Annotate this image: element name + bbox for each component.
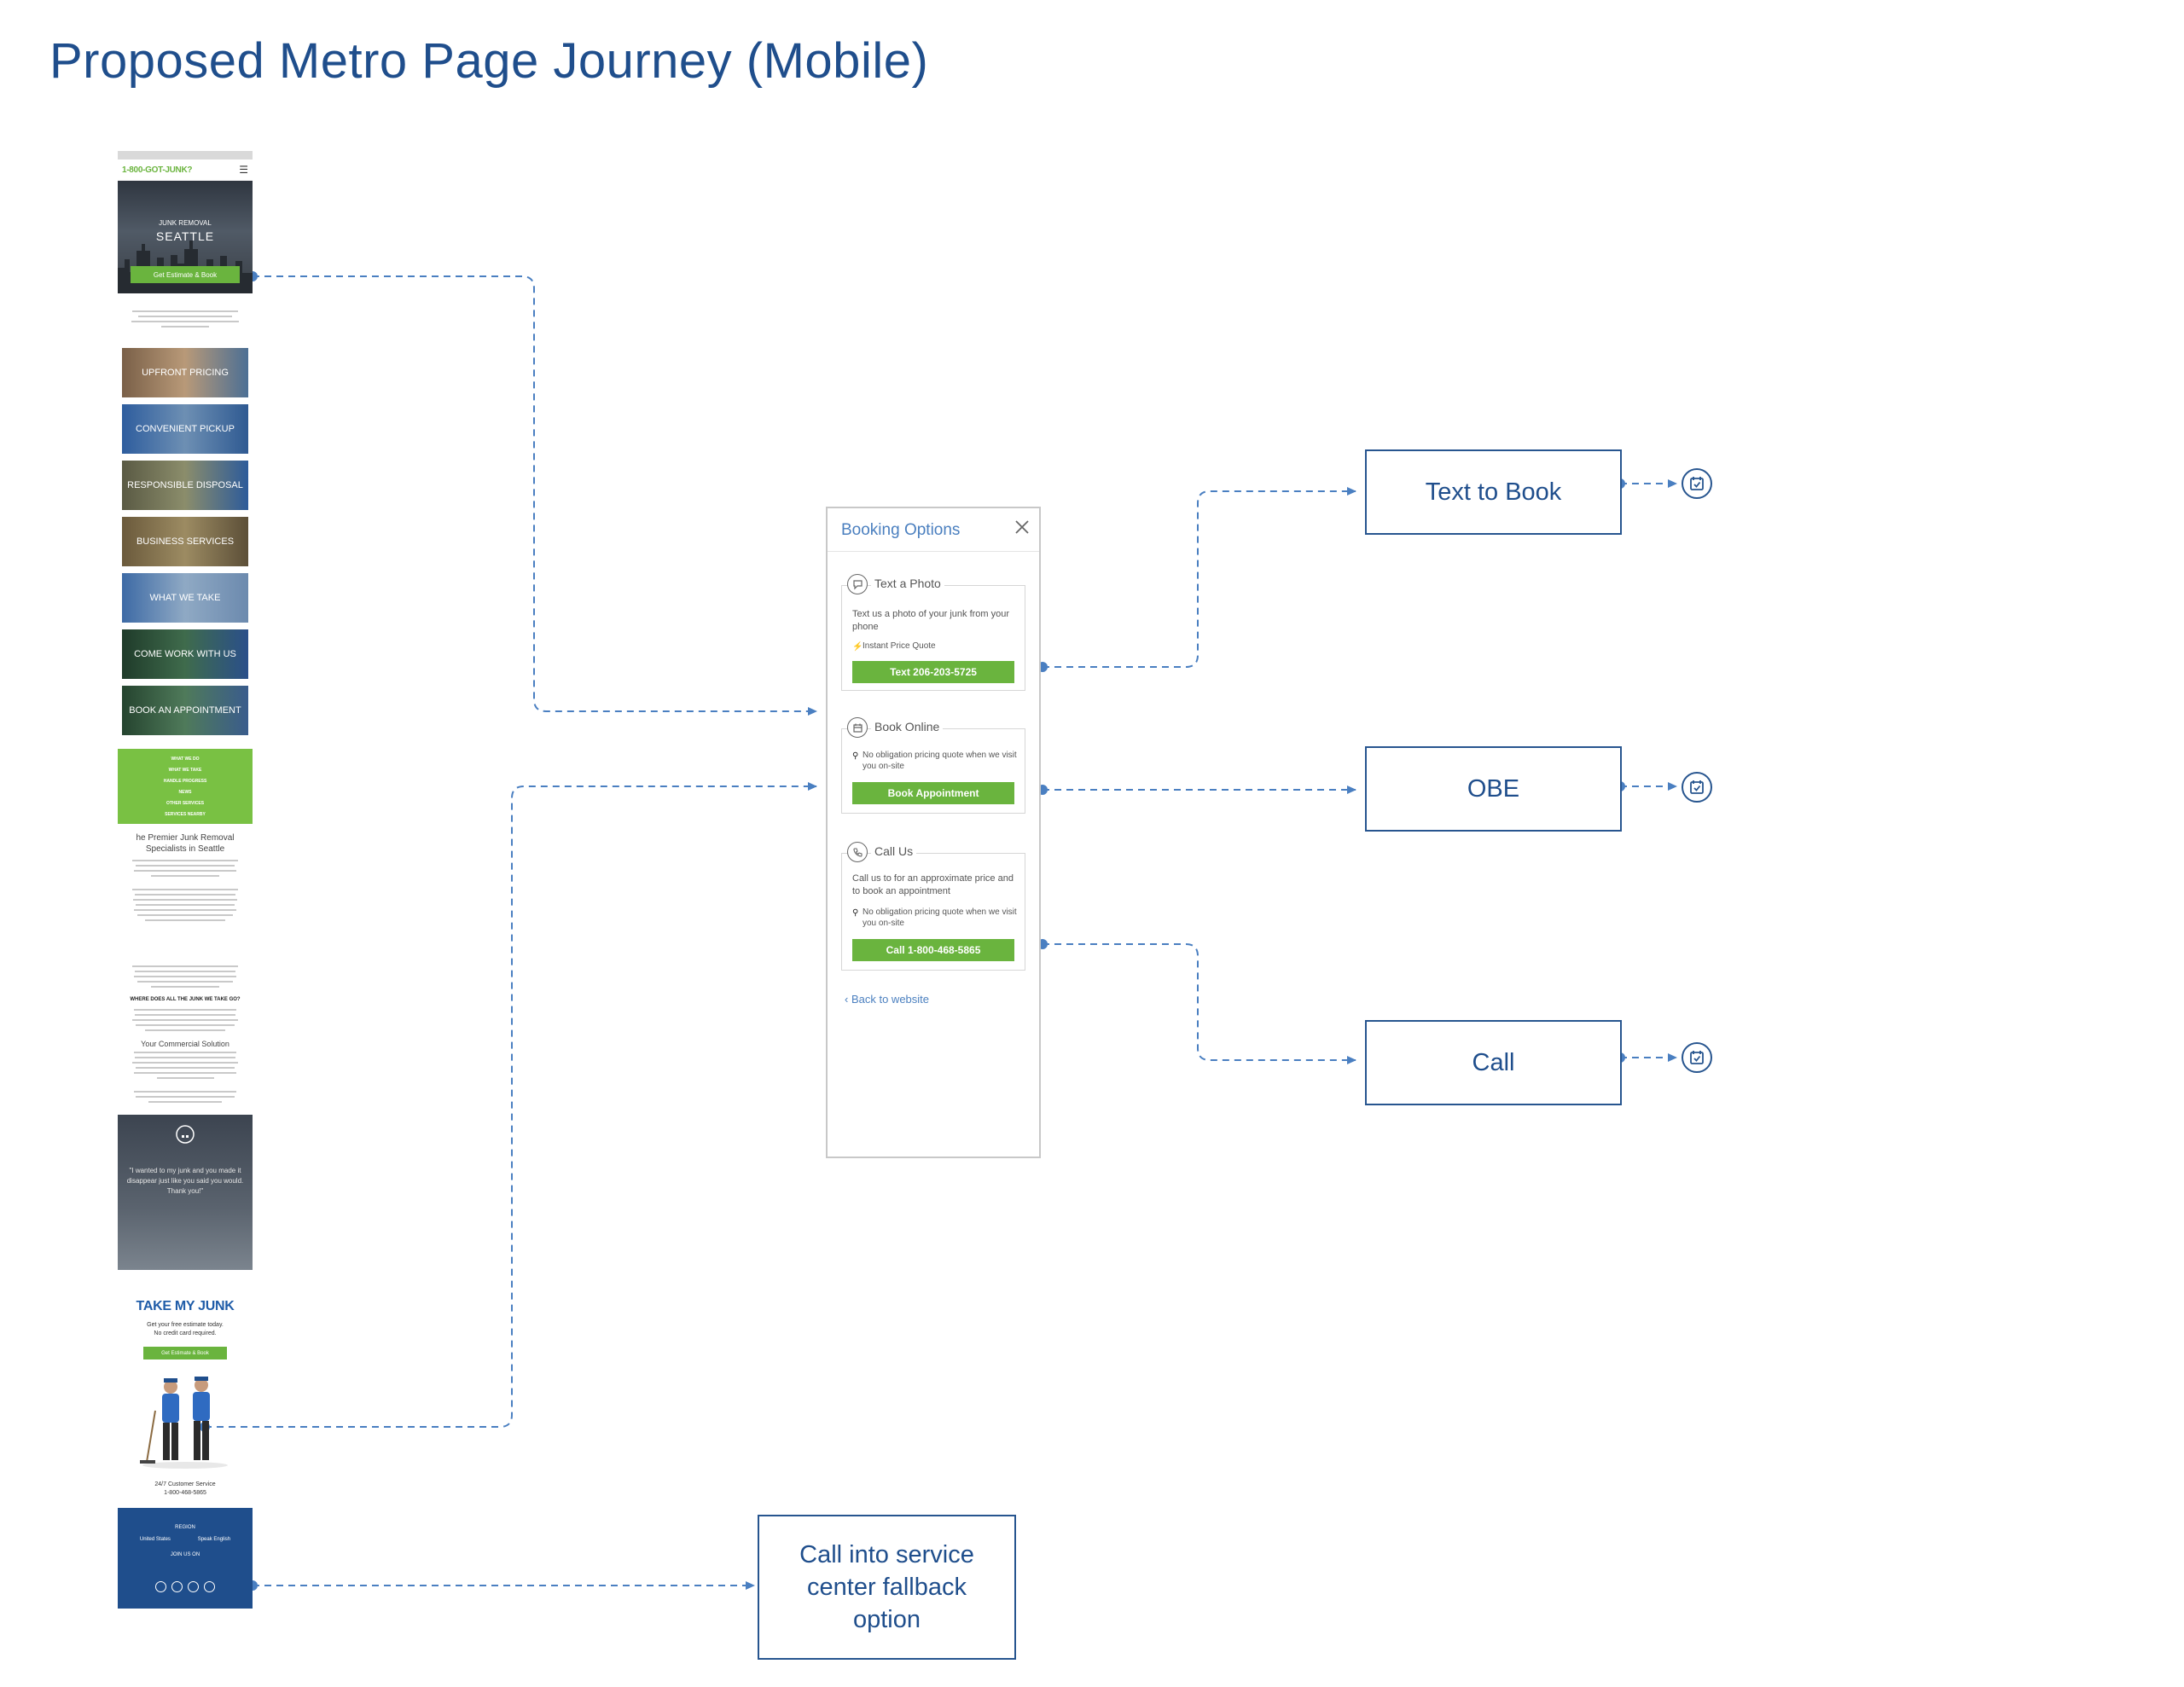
estimate-book-button[interactable]: Get Estimate & Book: [143, 1347, 227, 1359]
hero-subtitle: JUNK REMOVAL: [159, 219, 212, 227]
crew-image: [118, 1368, 253, 1470]
modal-header: Booking Options: [828, 508, 1039, 552]
commercial-text: [128, 1052, 242, 1103]
node-call-center-fallback: Call into service center fallback option: [758, 1515, 1016, 1660]
option-feature: ⚡Instant Price Quote: [852, 641, 936, 652]
language-select[interactable]: Speak English: [197, 1537, 231, 1542]
book-appointment-button[interactable]: Book Appointment: [852, 782, 1014, 804]
node-call: Call: [1365, 1020, 1622, 1105]
calendar-icon: [847, 717, 868, 738]
option-description: Text us a photo of your junk from your p…: [852, 609, 1010, 632]
youtube-icon[interactable]: [188, 1581, 199, 1592]
twitter-icon[interactable]: [171, 1581, 183, 1592]
search-icon: ⚲: [852, 751, 859, 761]
facebook-icon[interactable]: [155, 1581, 166, 1592]
lightning-icon: ⚡: [852, 642, 863, 652]
calendar-check-icon: [1682, 468, 1712, 499]
service-phone[interactable]: 1-800-468-5865: [164, 1490, 206, 1496]
back-to-website-link[interactable]: ‹ Back to website: [845, 993, 930, 1006]
region-label: REGION: [175, 1525, 195, 1530]
node-obe: OBE: [1365, 746, 1622, 832]
option-title: Text a Photo: [871, 577, 944, 590]
diagram-title: Proposed Metro Page Journey (Mobile): [49, 33, 929, 89]
text-number-button[interactable]: Text 206-203-5725: [852, 661, 1014, 683]
intro-paragraph: [126, 310, 244, 328]
nav-link[interactable]: NEWS: [178, 790, 192, 795]
crew-illustration: [140, 1377, 228, 1469]
free-estimate-text: Get your free estimate today. No credit …: [147, 1322, 224, 1336]
option-feature: ⚲No obligation pricing quote when we vis…: [852, 907, 1017, 928]
option-title: Call Us: [871, 844, 917, 858]
search-icon: ⚲: [852, 908, 859, 918]
where-text: [128, 1009, 242, 1031]
social-links: [118, 1581, 253, 1592]
tile-book-appointment[interactable]: BOOK AN APPOINTMENT: [122, 686, 248, 735]
testimonial-quote: "I wanted to my junk and you made it dis…: [126, 1167, 244, 1195]
tile-convenient-pickup[interactable]: CONVENIENT PICKUP: [122, 404, 248, 454]
testimonial-section: "I wanted to my junk and you made it dis…: [118, 1115, 253, 1270]
brand-logo[interactable]: 1-800-GOT-JUNK?: [122, 165, 193, 175]
junk-text: [128, 965, 242, 988]
connector-hero-to-modal: [253, 275, 817, 716]
tile-business-services[interactable]: BUSINESS SERVICES: [122, 517, 248, 566]
service-label: 24/7 Customer Service: [154, 1481, 216, 1487]
chat-bubble-icon: [847, 574, 868, 594]
option-card-call-us: Call Us Call us to for an approximate pr…: [841, 842, 1025, 971]
nav-link[interactable]: WHAT WE DO: [171, 757, 200, 762]
booking-options-modal: Booking Options Text a Photo Text us a p…: [826, 507, 1041, 1158]
linkedin-icon[interactable]: [204, 1581, 215, 1592]
mobile-metro-page: 1-800-GOT-JUNK? ☰ JUNK REMOVAL SEATTLE G…: [118, 151, 253, 1609]
option-card-book-online: Book Online ⚲No obligation pricing quote…: [841, 717, 1025, 814]
connector-text-to-book: [1043, 487, 1356, 668]
quote-icon: [176, 1125, 195, 1144]
mobile-header: 1-800-GOT-JUNK? ☰: [118, 159, 253, 181]
nav-link[interactable]: OTHER SERVICES: [166, 801, 205, 806]
option-title: Book Online: [871, 720, 944, 733]
hero-city: SEATTLE: [155, 229, 215, 243]
chevron-left-icon: ‹: [845, 993, 849, 1006]
status-bar: [118, 151, 253, 159]
footer: REGION United States Speak English JOIN …: [118, 1508, 253, 1609]
specialists-text: [128, 860, 242, 921]
option-card-text-photo: Text a Photo Text us a photo of your jun…: [841, 574, 1025, 691]
nav-link[interactable]: SERVICES NEARBY: [165, 812, 206, 817]
connector-estimate-to-modal: [205, 782, 817, 1428]
nav-link[interactable]: WHAT WE TAKE: [168, 768, 202, 773]
option-description: Call us to for an approximate price and …: [852, 873, 1014, 896]
call-number-button[interactable]: Call 1-800-468-5865: [852, 939, 1014, 961]
country-select[interactable]: United States: [139, 1537, 171, 1542]
modal-title: Booking Options: [841, 521, 961, 539]
tile-come-work-with-us[interactable]: COME WORK WITH US: [122, 629, 248, 679]
join-us-label: JOIN US ON: [170, 1552, 200, 1557]
commercial-heading: Your Commercial Solution: [141, 1040, 229, 1048]
hamburger-menu-icon[interactable]: ☰: [239, 164, 248, 176]
green-nav-menu: WHAT WE DO WHAT WE TAKE HANDLE PROGRESS …: [118, 749, 253, 824]
tile-upfront-pricing[interactable]: UPFRONT PRICING: [122, 348, 248, 397]
calendar-check-icon: [1682, 772, 1712, 803]
connector-call: [1043, 943, 1356, 1064]
tile-responsible-disposal[interactable]: RESPONSIBLE DISPOSAL: [122, 461, 248, 510]
hero-banner: JUNK REMOVAL SEATTLE Get Estimate & Book: [118, 181, 253, 293]
customer-service-info: 24/7 Customer Service 1-800-468-5865: [118, 1481, 253, 1498]
take-my-junk-heading: TAKE MY JUNK: [136, 1299, 235, 1313]
specialists-heading: he Premier Junk Removal Specialists in S…: [136, 833, 235, 854]
calendar-check-icon: [1682, 1042, 1712, 1073]
hero-estimate-button[interactable]: Get Estimate & Book: [131, 266, 240, 283]
close-icon[interactable]: [1014, 519, 1031, 536]
phone-icon: [847, 842, 868, 862]
nav-link[interactable]: HANDLE PROGRESS: [163, 779, 207, 784]
node-text-to-book: Text to Book: [1365, 449, 1622, 535]
tile-what-we-take[interactable]: WHAT WE TAKE: [122, 573, 248, 623]
option-feature: ⚲No obligation pricing quote when we vis…: [852, 751, 1017, 771]
where-heading: WHERE DOES ALL THE JUNK WE TAKE GO?: [130, 997, 241, 1002]
